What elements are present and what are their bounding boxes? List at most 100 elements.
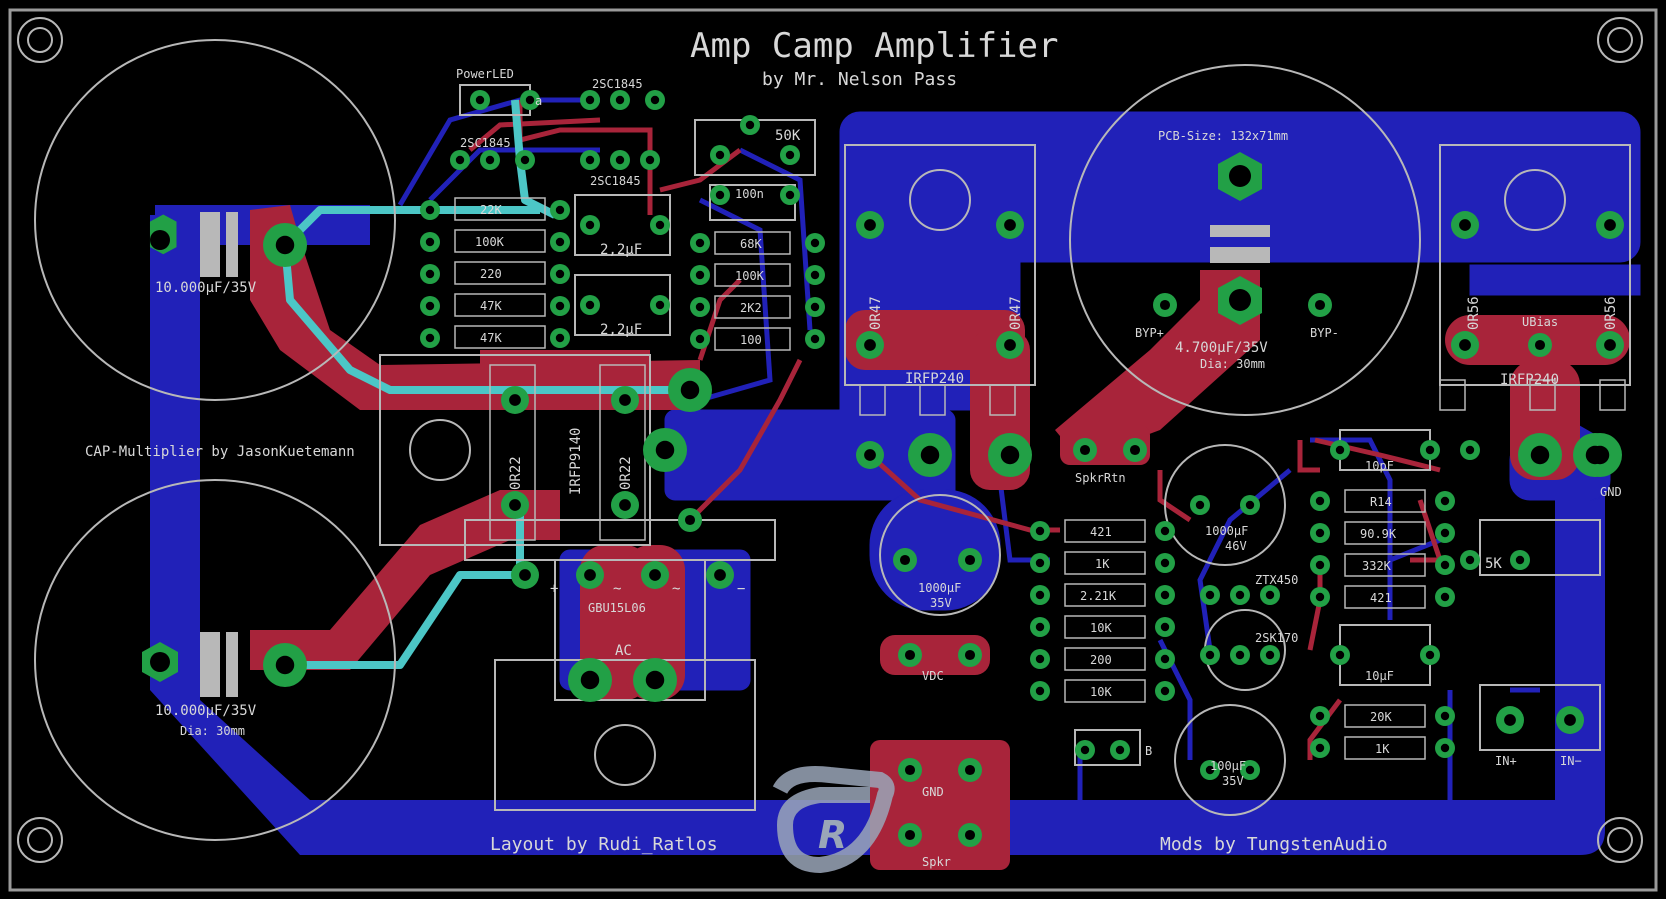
- pad-holes: [275, 95, 1616, 841]
- c-1000-46v-label: 46V: [1225, 539, 1247, 553]
- pad-hole: [810, 302, 820, 312]
- r-421-a-label: 421: [1090, 525, 1112, 539]
- pad-hole: [1035, 686, 1045, 696]
- in-minus-label: IN−: [1560, 754, 1582, 768]
- cap-10000-top-label: 10.000μF/35V: [155, 280, 257, 296]
- r-1k-a-label: 1K: [1095, 557, 1110, 571]
- pad-hole: [1004, 339, 1016, 351]
- r-14-label: R14: [1370, 495, 1392, 509]
- pad-hole: [555, 237, 565, 247]
- pad-hole: [904, 829, 916, 841]
- pad-hole: [1160, 558, 1170, 568]
- pad-hole: [714, 569, 726, 581]
- pad-hole: [520, 155, 530, 165]
- pad-hole: [1160, 686, 1170, 696]
- pad-hole: [1035, 622, 1045, 632]
- pad-hole: [585, 220, 595, 230]
- pad-hole: [810, 270, 820, 280]
- pot-50k-label: 50K: [775, 128, 801, 144]
- byp-plus-label: BYP+: [1135, 326, 1164, 340]
- r-47k-b-label: 47K: [480, 331, 502, 345]
- r-1k-b-label: 1K: [1375, 742, 1390, 756]
- pot-5k-label: 5K: [1485, 556, 1502, 572]
- bridge-plus: +: [550, 581, 558, 597]
- pad-hole: [1160, 526, 1170, 536]
- pad-hole: [964, 554, 976, 566]
- pad-hole: [715, 190, 725, 200]
- pad-hole: [899, 554, 911, 566]
- pad-hole: [695, 270, 705, 280]
- pad-hole: [1265, 650, 1275, 660]
- dia-mid-label: Dia: 30mm: [1200, 357, 1265, 371]
- pad-hole: [1425, 445, 1435, 455]
- top-copper-traces: [397, 97, 1540, 800]
- c-2u2-b-label: 2,2μF: [600, 322, 642, 338]
- r-10k-a-label: 10K: [1090, 621, 1112, 635]
- pad-hole: [645, 155, 655, 165]
- r22-a-label: 0R22: [508, 456, 524, 490]
- board-subtitle: by Mr. Nelson Pass: [762, 69, 957, 90]
- pad-hole: [509, 394, 521, 406]
- pad-hole: [1035, 526, 1045, 536]
- pcb-size-label: PCB-Size: 132x71mm: [1158, 129, 1288, 143]
- pad-hole: [585, 155, 595, 165]
- pad-hole: [275, 655, 295, 675]
- pad-hole: [1314, 299, 1326, 311]
- pad-hole: [1440, 560, 1450, 570]
- pad-hole: [555, 301, 565, 311]
- pad-hole: [904, 764, 916, 776]
- pad-hole: [1160, 654, 1170, 664]
- pad-hole: [425, 237, 435, 247]
- pad-hole: [645, 670, 665, 690]
- pad-hole: [615, 155, 625, 165]
- pad-hole: [1265, 590, 1275, 600]
- pad-hole: [1245, 500, 1255, 510]
- r-100k-b-label: 100K: [735, 269, 765, 283]
- c-100n-label: 100n: [735, 187, 764, 201]
- r-47k-a-label: 47K: [480, 299, 502, 313]
- vdc-label: VDC: [922, 669, 944, 683]
- pad-hole: [585, 300, 595, 310]
- pad-hole: [425, 269, 435, 279]
- pad-hole: [1159, 299, 1171, 311]
- r-10k-b-label: 10K: [1090, 685, 1112, 699]
- pad-hole: [555, 333, 565, 343]
- pad-hole: [785, 150, 795, 160]
- layout-credit: Layout by Rudi_Ratlos: [490, 834, 718, 855]
- pad-hole: [695, 302, 705, 312]
- cap-4700-label: 4.700μF/35V: [1175, 340, 1268, 356]
- pad-hole: [1335, 650, 1345, 660]
- r-100-label: 100: [740, 333, 762, 347]
- pad-hole: [275, 235, 295, 255]
- jp-b-label: B: [1145, 744, 1152, 758]
- pad-hole: [1035, 654, 1045, 664]
- pad-hole: [1160, 622, 1170, 632]
- r47-a-label: 0R47: [868, 296, 884, 330]
- pad-hole: [1315, 743, 1325, 753]
- pad-hole: [745, 120, 755, 130]
- ubias-label: UBias: [1522, 315, 1558, 329]
- c-1000-35-label: 1000μF: [918, 581, 961, 595]
- pad-hole: [1079, 444, 1091, 456]
- pad-hole: [864, 339, 876, 351]
- c-10uf-label: 10μF: [1365, 669, 1394, 683]
- pad-hole: [1564, 714, 1576, 726]
- pad-hole: [1195, 500, 1205, 510]
- pad-hole: [1315, 560, 1325, 570]
- r-68k-label: 68K: [740, 237, 762, 251]
- ac-label: AC: [615, 643, 632, 659]
- capacitor-symbols: [200, 212, 1270, 697]
- silkscreen-outlines: [17, 17, 1643, 863]
- k170-label: 2SK170: [1255, 631, 1298, 645]
- pad-hole: [920, 445, 940, 465]
- r-200-label: 200: [1090, 653, 1112, 667]
- pad-hole: [810, 334, 820, 344]
- r-2k2-label: 2K2: [740, 301, 762, 315]
- irfp9140-label: IRFP9140: [568, 428, 584, 495]
- cap-multiplier-label: CAP-Multiplier by JasonKuetemann: [85, 444, 355, 460]
- rudi-logo: R: [772, 766, 895, 874]
- pad-hole: [655, 440, 675, 460]
- led-a-label: a: [535, 94, 542, 108]
- pad-hole: [1035, 590, 1045, 600]
- pad-hole: [1315, 496, 1325, 506]
